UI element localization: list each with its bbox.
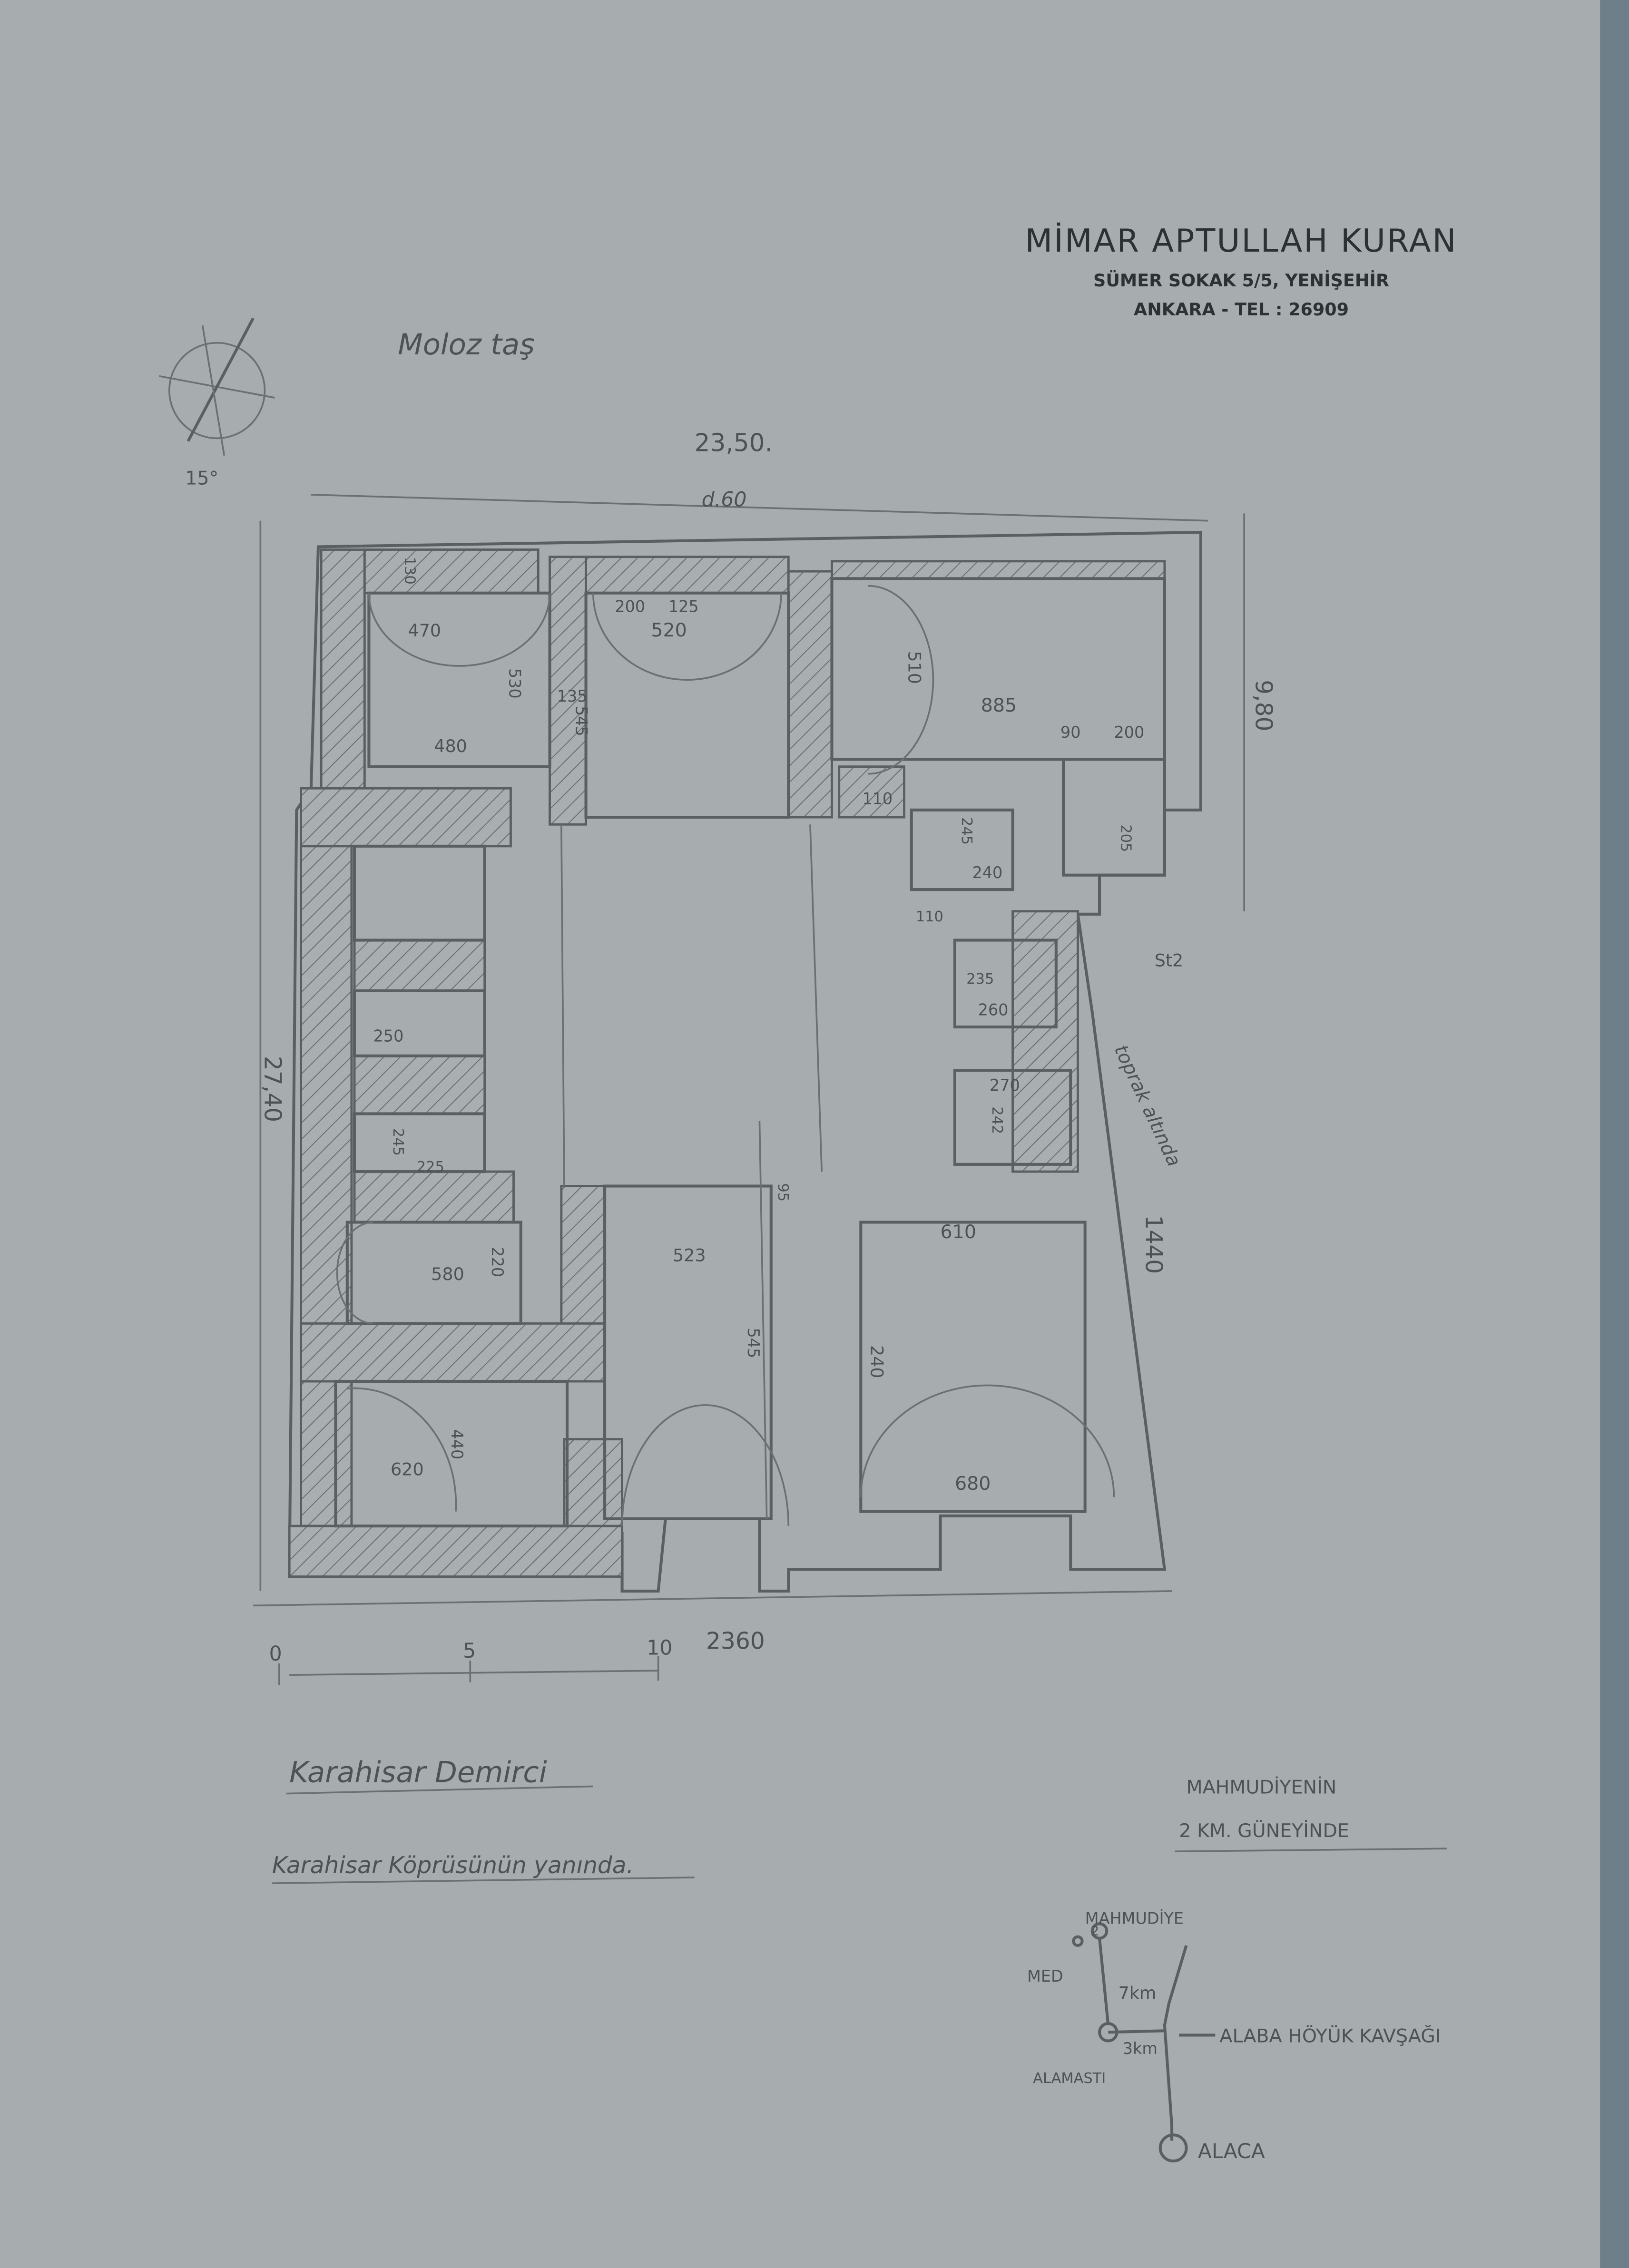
dim: 110 — [916, 909, 943, 925]
dim: 610 — [941, 1221, 976, 1243]
dim: 510 — [904, 651, 925, 684]
overall-length-left: 27,40 — [259, 1056, 285, 1122]
north-angle-label: 15° — [185, 468, 218, 489]
map-junction: ALABA HÖYÜK KAVŞAĞI — [1219, 2025, 1441, 2047]
map-place: ALACA — [1198, 2140, 1265, 2163]
dim: 95 — [775, 1183, 791, 1202]
dim: 250 — [373, 1026, 404, 1045]
dim: 135 — [557, 687, 588, 705]
dim: 885 — [981, 694, 1017, 716]
dim: 480 — [434, 736, 467, 756]
dim: 470 — [408, 620, 442, 641]
scale-tick: 5 — [463, 1639, 476, 1663]
dim: 240 — [867, 1345, 887, 1378]
map-place: MED — [1027, 1967, 1063, 1985]
dim: 245 — [958, 817, 975, 845]
d-note: d.60 — [702, 488, 747, 511]
depth-right: 9,80 — [1250, 680, 1276, 731]
map-distance: 7km — [1119, 1983, 1157, 2003]
scale-tick: 0 — [269, 1642, 282, 1666]
dimension-lines — [253, 494, 1245, 1685]
dim: 440 — [448, 1429, 466, 1459]
map-distance: 3km — [1123, 2039, 1158, 2058]
floor-plan — [288, 530, 1202, 1593]
dim: 220 — [488, 1247, 507, 1277]
dim: 270 — [990, 1076, 1020, 1095]
map-place: ALAMASTI — [1033, 2070, 1106, 2087]
dim: 235 — [966, 971, 994, 987]
overall-width-bottom: 2360 — [706, 1628, 765, 1655]
location-map: MAHMUDİYE 2 MED ALAMASTI ALACA ALABA HÖY… — [1027, 1909, 1441, 2163]
dim: 530 — [505, 668, 524, 699]
dim: 205 — [1118, 824, 1134, 852]
paper-edge — [1600, 0, 1629, 2268]
location-line1: MAHMUDİYENİN — [1186, 1777, 1336, 1799]
architect-name: MİMAR APTULLAH KURAN — [1025, 222, 1457, 259]
north-arrow-icon: 15° — [159, 317, 275, 489]
dim: 545 — [744, 1328, 763, 1358]
dim: 200 — [615, 597, 645, 616]
dim: 125 — [668, 597, 699, 616]
dim: 130 — [401, 557, 418, 585]
dim: 90 — [1060, 723, 1081, 742]
letterhead-address: SÜMER SOKAK 5/5, YENİŞEHİR — [1093, 270, 1389, 291]
scale-bar: 0 5 10 — [269, 1636, 673, 1666]
scale-tick: 10 — [647, 1636, 672, 1660]
dim: 580 — [431, 1264, 464, 1284]
st-note: St2 — [1155, 950, 1184, 970]
dim: 680 — [955, 1473, 991, 1495]
map-med-number: 2 — [1091, 1924, 1099, 1939]
dim: 245 — [390, 1128, 406, 1156]
dim: 523 — [673, 1245, 706, 1266]
dim: 620 — [391, 1459, 424, 1480]
location-line2: 2 KM. GÜNEYİNDE — [1179, 1820, 1349, 1842]
right-side-dim: 1440 — [1140, 1215, 1167, 1274]
dim: 225 — [417, 1159, 444, 1175]
dim: 240 — [972, 863, 1002, 882]
material-note: Moloz taş — [398, 328, 535, 362]
building-subtitle: Karahisar Köprüsünün yanında. — [272, 1852, 634, 1879]
overall-width-top: 23,50. — [695, 429, 773, 458]
dim: 520 — [651, 619, 687, 641]
letterhead-city-tel: ANKARA - TEL : 26909 — [1134, 299, 1349, 320]
dim: 242 — [989, 1106, 1005, 1134]
dim: 260 — [978, 1001, 1009, 1019]
dim: 200 — [1114, 723, 1144, 742]
dim: 110 — [862, 790, 893, 808]
letterhead: MİMAR APTULLAH KURAN SÜMER SOKAK 5/5, YE… — [1025, 222, 1457, 320]
building-title: Karahisar Demirci — [289, 1756, 547, 1789]
map-place: MAHMUDİYE — [1085, 1909, 1184, 1927]
dim: 545 — [572, 706, 590, 736]
